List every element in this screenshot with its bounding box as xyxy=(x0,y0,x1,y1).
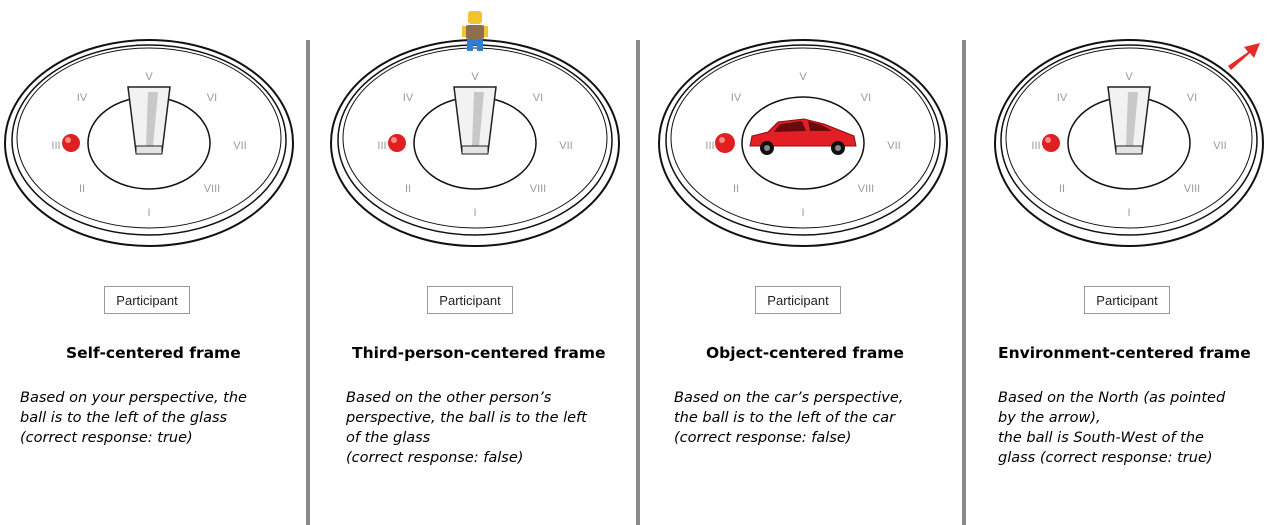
panel-environment-centered: V IV VI III VII II VIII I Participant En… xyxy=(980,0,1268,525)
ball-icon xyxy=(62,134,80,152)
numeral-ii: II xyxy=(405,183,411,195)
frame-title: Object-centered frame xyxy=(706,344,904,362)
numeral-iv: IV xyxy=(731,92,742,104)
panel-object-centered: V IV VI III VII II VIII I Participant Ob… xyxy=(654,0,971,525)
numeral-viii: VIII xyxy=(204,183,221,195)
numeral-iii: III xyxy=(705,140,714,152)
numeral-iv: IV xyxy=(77,92,88,104)
numeral-v: V xyxy=(145,71,153,83)
numeral-i: I xyxy=(801,207,804,219)
participant-label: Participant xyxy=(104,286,190,314)
ball-icon xyxy=(715,133,735,153)
participant-label: Participant xyxy=(427,286,513,314)
numeral-iii: III xyxy=(51,140,60,152)
numeral-viii: VIII xyxy=(858,183,875,195)
participant-label: Participant xyxy=(1084,286,1170,314)
numeral-vii: VII xyxy=(887,140,900,152)
numeral-vii: VII xyxy=(559,140,572,152)
glass-icon xyxy=(127,86,171,155)
panel-self-centered: V IV VI III VII II VIII I Participant Se… xyxy=(0,0,317,525)
numeral-ii: II xyxy=(79,183,85,195)
numeral-ii: II xyxy=(1059,183,1065,195)
numeral-ii: II xyxy=(733,183,739,195)
numeral-vi: VI xyxy=(861,92,871,104)
frame-description: Based on the other person’s perspective,… xyxy=(346,390,587,466)
glass-icon xyxy=(453,86,497,155)
car-icon xyxy=(749,118,857,155)
numeral-vii: VII xyxy=(1213,140,1226,152)
panel-divider xyxy=(306,40,310,525)
participant-label: Participant xyxy=(755,286,841,314)
person-figure-icon xyxy=(462,11,488,51)
glass-icon xyxy=(1107,86,1151,155)
numeral-iii: III xyxy=(377,140,386,152)
panel-divider xyxy=(636,40,640,525)
dial-diagram: V IV VI III VII II VIII I xyxy=(330,11,620,247)
numeral-i: I xyxy=(147,207,150,219)
panel-divider xyxy=(962,40,966,525)
numeral-vi: VI xyxy=(533,92,543,104)
dial-diagram: V IV VI III VII II VIII I xyxy=(658,39,948,247)
numeral-vi: VI xyxy=(207,92,217,104)
numeral-viii: VIII xyxy=(1184,183,1201,195)
numeral-viii: VIII xyxy=(530,183,547,195)
panel-third-person-centered: V IV VI III VII II VIII I Participant Th… xyxy=(326,0,643,525)
numeral-i: I xyxy=(473,207,476,219)
ball-icon xyxy=(1042,134,1060,152)
ball-icon xyxy=(388,134,406,152)
numeral-v: V xyxy=(799,71,807,83)
numeral-v: V xyxy=(1125,71,1133,83)
north-arrow-icon xyxy=(1228,43,1260,70)
numeral-iv: IV xyxy=(1057,92,1068,104)
numeral-vi: VI xyxy=(1187,92,1197,104)
frame-description: Based on your perspective, the ball is t… xyxy=(20,390,247,446)
numeral-iv: IV xyxy=(403,92,414,104)
frame-title: Environment-centered frame xyxy=(998,344,1251,362)
dial-diagram: V IV VI III VII II VIII I xyxy=(994,39,1264,247)
frame-description: Based on the North (as pointed by the ar… xyxy=(998,390,1226,466)
numeral-iii: III xyxy=(1031,140,1040,152)
frame-title: Self-centered frame xyxy=(66,344,241,362)
frame-title: Third-person-centered frame xyxy=(352,344,606,362)
frame-description: Based on the car’s perspective, the ball… xyxy=(674,390,904,446)
numeral-vii: VII xyxy=(233,140,246,152)
dial-diagram: V IV VI III VII II VIII I xyxy=(4,39,294,247)
numeral-i: I xyxy=(1127,207,1130,219)
numeral-v: V xyxy=(471,71,479,83)
